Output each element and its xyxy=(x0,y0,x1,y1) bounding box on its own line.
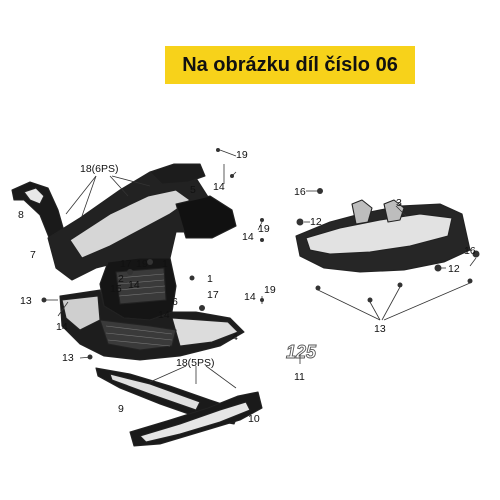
fastener-19a-1 xyxy=(216,148,220,152)
callout-14-center: 14 xyxy=(128,279,140,291)
callout-18-5ps: 18(5PS) xyxy=(176,357,215,369)
fastener-17a xyxy=(147,259,153,265)
fastener-2 xyxy=(127,269,133,275)
part-5-right-wing xyxy=(175,195,237,239)
fastener-16a xyxy=(317,188,323,194)
callout-1-lower: 1 xyxy=(207,273,213,285)
callout-12-right: 12 xyxy=(448,263,460,275)
callout-14-top: 14 xyxy=(213,181,225,193)
leader-lines xyxy=(44,149,477,389)
callout-14-lower: 14 xyxy=(158,309,170,321)
part-4-right-surface xyxy=(171,317,239,347)
part-8-highlight xyxy=(23,187,45,205)
callout-13-right: 13 xyxy=(374,323,386,335)
callout-6: 6 xyxy=(172,296,178,308)
part-4-grate-lines xyxy=(105,325,173,347)
callout-19-top: 19 xyxy=(236,149,248,161)
fastener-13-2 xyxy=(367,297,373,303)
callout-19-center: 19 xyxy=(136,258,148,270)
callout-1-upper: 1 xyxy=(162,258,168,270)
callout-13-lower: 13 xyxy=(62,352,74,364)
part-11-badge: 125 xyxy=(286,342,318,363)
callout-9: 9 xyxy=(118,403,124,415)
callout-13-left: 13 xyxy=(20,295,32,307)
fastener-19b-1 xyxy=(260,218,264,222)
callout-11: 11 xyxy=(294,371,305,383)
callout-16-top: 16 xyxy=(294,186,306,198)
callout-8: 8 xyxy=(18,209,24,221)
callout-19-mid: 19 xyxy=(258,223,270,235)
fastener-16b xyxy=(472,250,480,258)
callout-17-upper: 17 xyxy=(120,258,132,270)
callout-4: 4 xyxy=(232,331,238,343)
fastener-1b xyxy=(189,275,195,281)
callout-18-6ps: 18(6PS) xyxy=(80,163,119,175)
callout-14-mid: 14 xyxy=(242,231,254,243)
callout-14-left: 14 xyxy=(56,321,68,333)
callout-7: 7 xyxy=(30,249,36,261)
callout-3: 3 xyxy=(396,197,402,209)
callout-17-lower: 17 xyxy=(207,289,219,301)
part-6-grate-lines xyxy=(117,273,166,297)
fastener-13-3 xyxy=(397,282,403,288)
badge-text: 125 xyxy=(286,342,317,362)
part-10-surface xyxy=(139,401,251,443)
part-19-top-trim xyxy=(149,163,206,185)
fastener-12b xyxy=(434,264,442,272)
callout-10: 10 xyxy=(248,413,260,425)
fastener-13-4 xyxy=(467,278,473,284)
callout-16-right: 16 xyxy=(464,245,476,257)
fastener-12a xyxy=(296,218,304,226)
callout-15: 15 xyxy=(110,283,122,295)
part-number-banner: Na obrázku díl číslo 06 xyxy=(165,46,415,84)
callout-5: 5 xyxy=(190,184,196,196)
callout-12-top: 12 xyxy=(310,216,322,228)
part-3-brackets xyxy=(351,199,405,225)
banner-text: Na obrázku díl číslo 06 xyxy=(182,53,398,76)
fastener-17b xyxy=(199,305,205,311)
part-9-surface xyxy=(109,373,201,411)
callout-14-right: 14 xyxy=(244,291,256,303)
fastener-19b-2 xyxy=(260,238,264,242)
callout-19-right: 19 xyxy=(264,284,276,296)
part-4-left-surface xyxy=(61,295,101,331)
callout-2: 2 xyxy=(118,273,124,285)
fastener-13-1 xyxy=(315,285,321,291)
